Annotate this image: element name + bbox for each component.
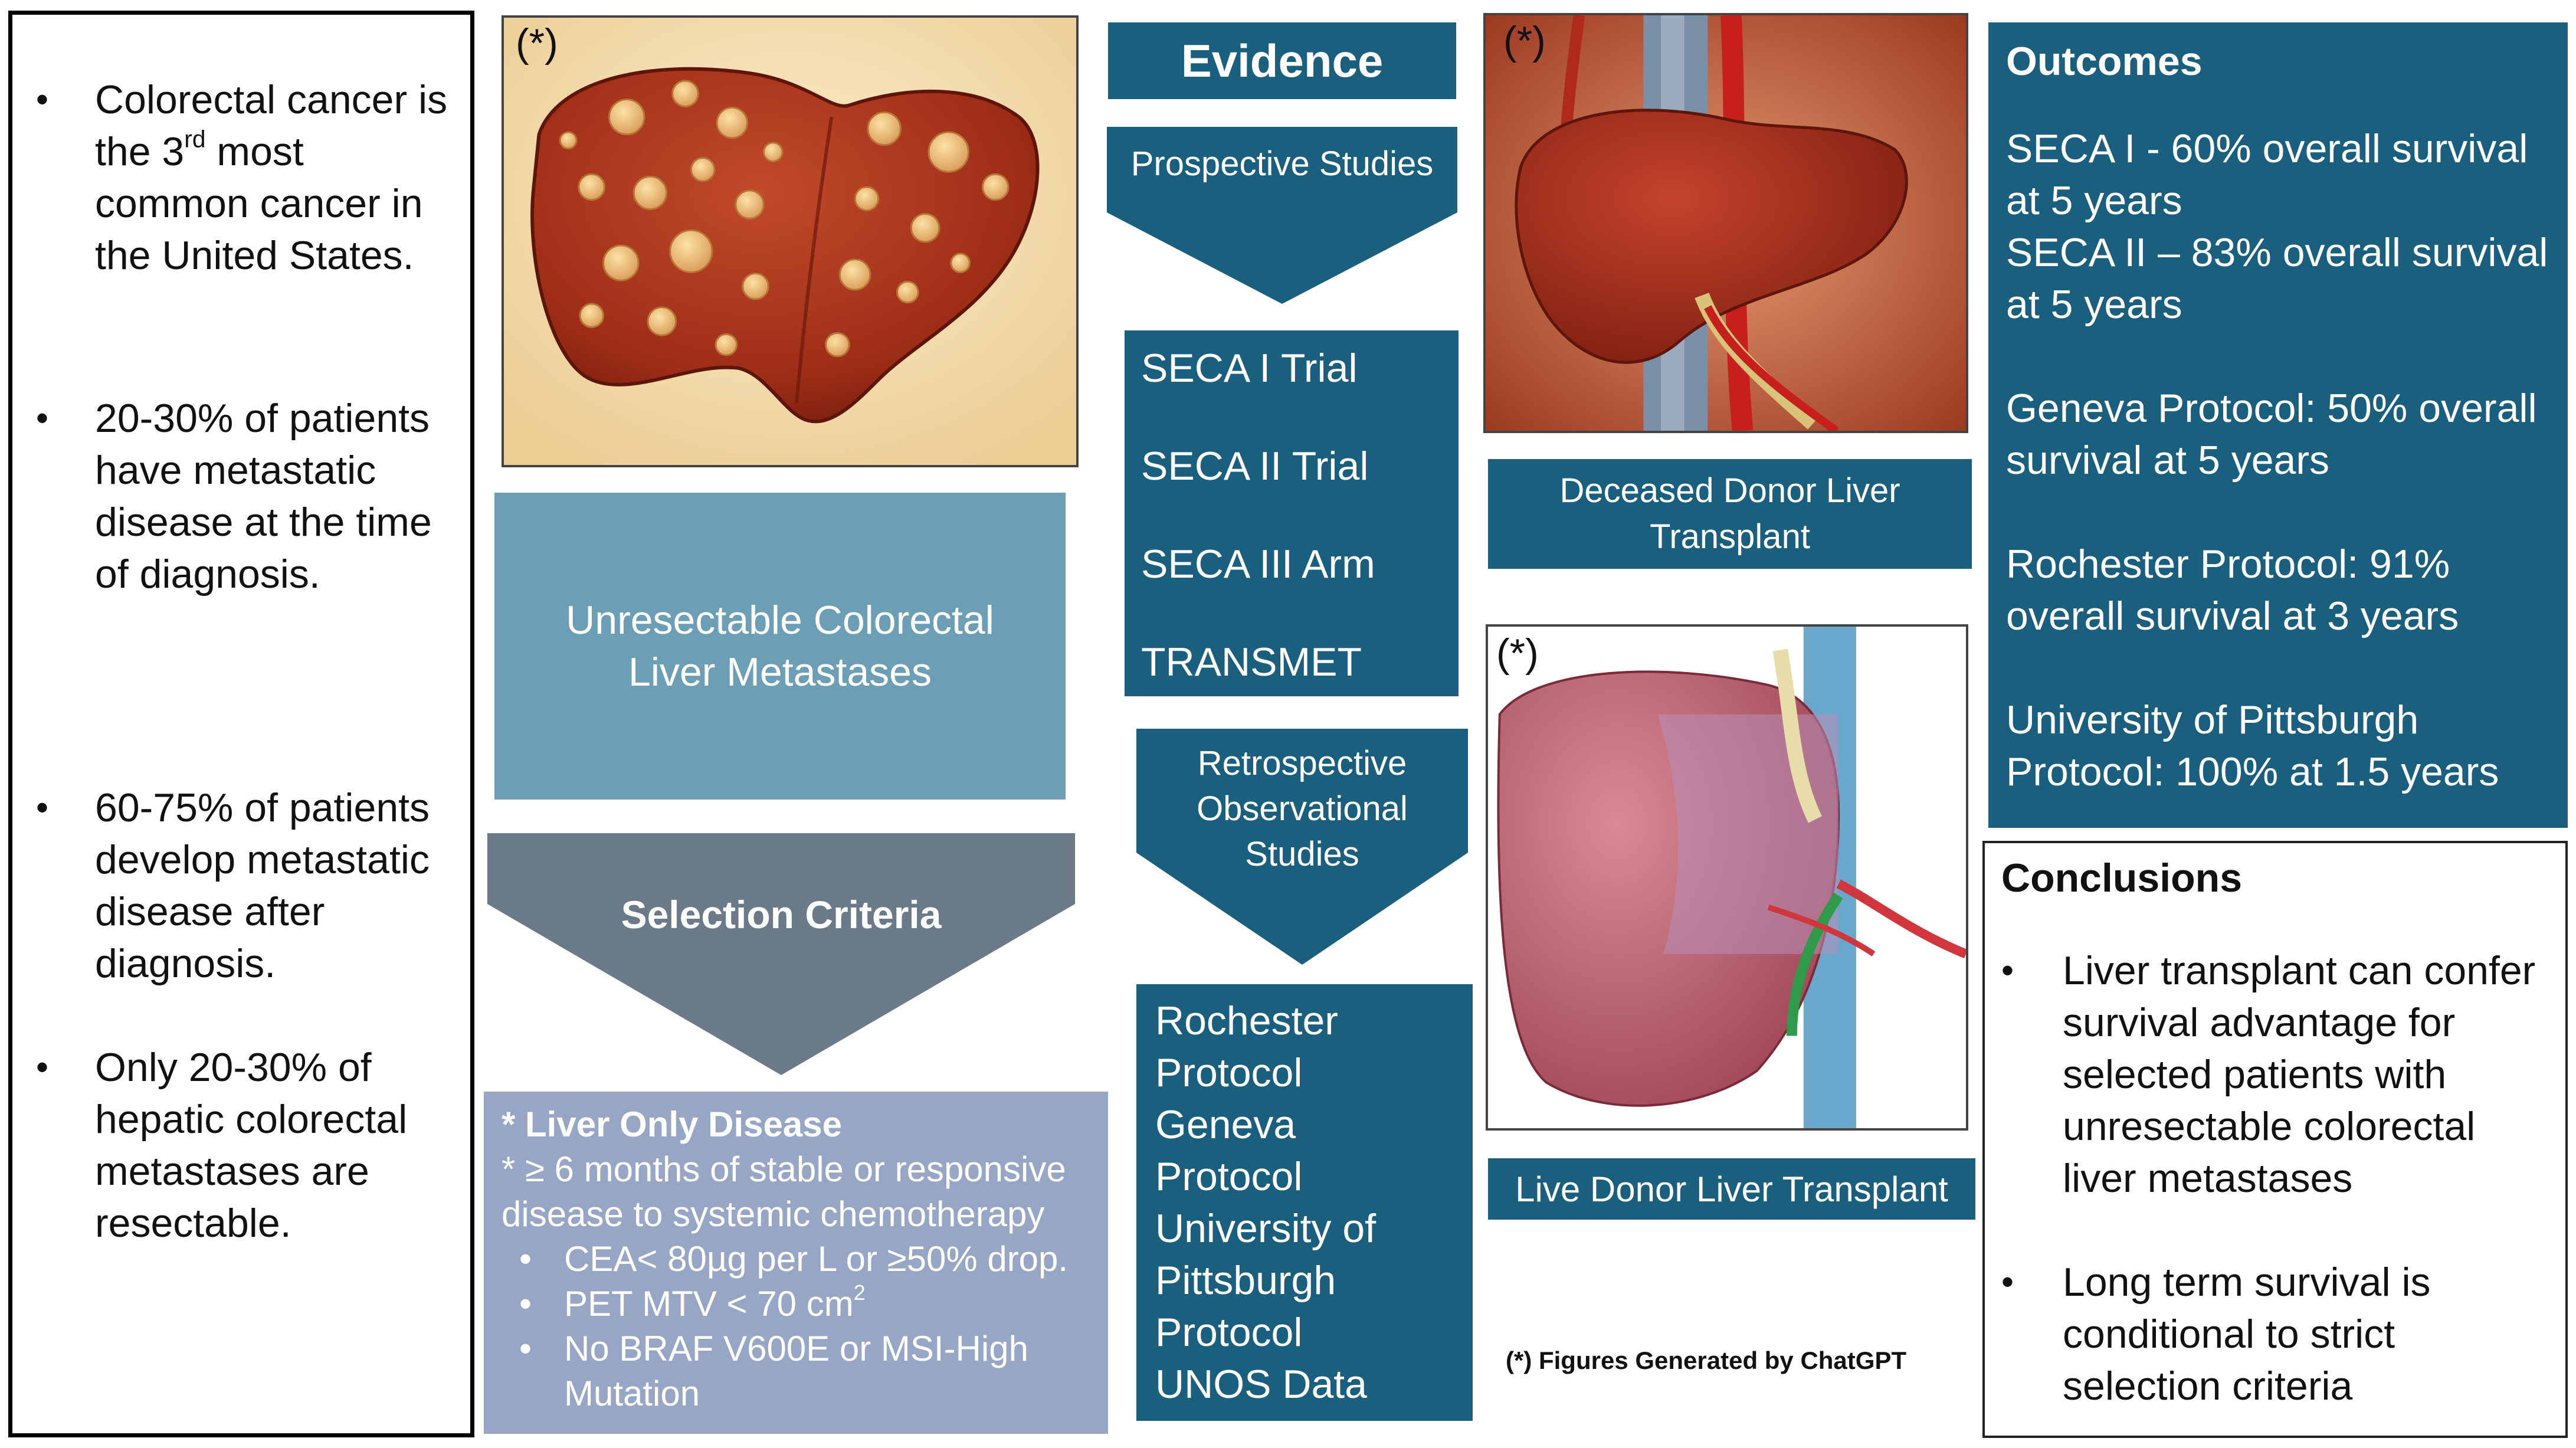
criteria-bullet: •CEA< 80µg per L or ≥50% drop. (502, 1237, 1090, 1282)
retrospective-studies-arrow (1136, 729, 1468, 965)
image-marker: (*) (516, 21, 558, 65)
live-donor-drawing (1488, 627, 1966, 1128)
bullet-icon: • (519, 1239, 532, 1279)
bullet-icon: • (2001, 951, 2014, 990)
live-donor-illustration: (*) (1486, 624, 1968, 1131)
deceased-donor-label: Deceased Donor Liver Transplant (1488, 459, 1972, 569)
live-donor-label: Live Donor Liver Transplant (1488, 1158, 1975, 1220)
trial-item: SECA I Trial (1141, 346, 1358, 391)
liver-metastases-illustration: (*) (502, 15, 1079, 467)
retrospective-studies-label: Retrospective Observational Studies (1197, 743, 1408, 873)
prospective-studies-arrow (1107, 127, 1457, 304)
bullet-icon: • (519, 1284, 532, 1323)
protocol-item: Geneva Protocol (1155, 1102, 1303, 1199)
bullet-icon: • (36, 398, 49, 438)
outcome-geneva: Geneva Protocol: 50% overall survival at… (2006, 386, 2537, 483)
fact-item: • 60-75% of patients develop metastatic … (36, 782, 461, 990)
criteria-bullet: •No BRAF V600E or MSI-High Mutation (502, 1326, 1090, 1416)
fact-item: • Colorectal cancer is the 3rd most comm… (36, 74, 461, 281)
protocol-item: UNOS Data (1155, 1362, 1367, 1407)
protocol-item: Rochester Protocol (1155, 998, 1338, 1095)
prospective-studies-label: Prospective Studies (1130, 144, 1434, 183)
conclusion-item: •Liver transplant can confer survival ad… (2001, 945, 2549, 1204)
fact-item: • Only 20-30% of hepatic colorectal meta… (36, 1041, 461, 1249)
outcome-rochester: Rochester Protocol: 91% overall survival… (2006, 542, 2459, 638)
trial-item: TRANSMET Trial (1141, 640, 1361, 736)
bullet-icon: • (36, 1047, 49, 1087)
unresectable-box: Unresectable Colorectal Liver Metastases (494, 493, 1066, 800)
criteria-box: * Liver Only Disease * ≥ 6 months of sta… (484, 1092, 1108, 1434)
criteria-line: * ≥ 6 months of stable or responsive dis… (502, 1149, 1066, 1234)
unresectable-label: Unresectable Colorectal Liver Metastases (566, 598, 994, 694)
image-marker: (*) (1496, 631, 1539, 676)
trials-box: SECA I Trial SECA II Trial SECA III Arm … (1125, 330, 1459, 736)
facts-panel: • Colorectal cancer is the 3rd most comm… (8, 11, 474, 1437)
criteria-heading: * Liver Only Disease (502, 1105, 842, 1144)
deceased-donor-illustration: (*) (1483, 13, 1968, 433)
protocol-item: University of Pittsburgh Protocol (1155, 1206, 1377, 1355)
criteria-bullet: •PET MTV < 70 cm2 (502, 1282, 1090, 1326)
bullet-icon: • (36, 788, 49, 827)
bullet-icon: • (2001, 1262, 2014, 1302)
bullet-icon: • (36, 80, 49, 119)
liver-metastases-drawing (504, 18, 1076, 465)
fact-item: • 20-30% of patients have metastatic dis… (36, 392, 461, 600)
trial-item: SECA III Arm (1141, 542, 1375, 587)
conclusions-box: Conclusions •Liver transplant can confer… (1982, 841, 2568, 1438)
deceased-donor-drawing (1486, 15, 1966, 431)
outcomes-box: Outcomes SECA I - 60% overall survival a… (1988, 22, 2568, 828)
selection-criteria-arrow (487, 833, 1075, 1075)
image-marker: (*) (1503, 18, 1546, 63)
outcome-seca2: SECA II – 83% overall survival at 5 year… (2006, 230, 2548, 327)
bullet-icon: • (519, 1329, 532, 1368)
protocols-box: Rochester Protocol Geneva Protocol Unive… (1136, 984, 1473, 1421)
conclusion-item: •Long term survival is conditional to st… (2001, 1256, 2549, 1412)
outcome-seca1: SECA I - 60% overall survival at 5 years (2006, 126, 2528, 223)
outcome-pittsburgh: University of Pittsburgh Protocol: 100% … (2006, 697, 2499, 794)
evidence-header: Evidence (1108, 22, 1456, 99)
conclusions-title: Conclusions (2001, 856, 2243, 900)
trial-item: SECA II Trial (1141, 444, 1369, 489)
outcomes-title: Outcomes (2006, 39, 2203, 84)
selection-criteria-label: Selection Criteria (621, 893, 942, 936)
figure-footnote: (*) Figures Generated by ChatGPT (1506, 1347, 1907, 1374)
